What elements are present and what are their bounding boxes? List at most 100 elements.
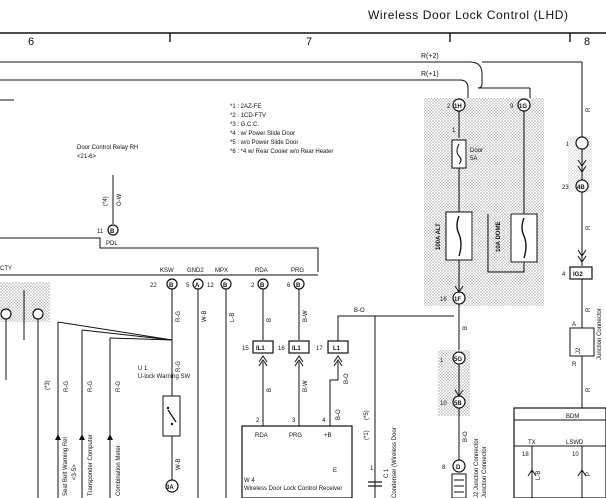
wire-label-r-plus1: R(+1) — [421, 71, 439, 78]
pin-2-id: B — [260, 283, 265, 289]
wire-label-r-a: R — [586, 107, 592, 112]
wire-label-plus3: (*3) — [45, 380, 51, 390]
conn-2-num: 2 — [447, 104, 451, 110]
combination-meter-label: Combination Meter — [116, 445, 122, 496]
cond-pin-1: 1 — [370, 466, 374, 472]
il15-id: IL1 — [256, 346, 265, 352]
wire-label-r-c: R — [586, 307, 592, 312]
conn-11-id: B — [110, 229, 115, 235]
page-title: Wireless Door Lock Control (LHD) — [368, 8, 569, 22]
wire-label-p-right: P — [586, 472, 592, 476]
wire-label-r-plus2: R(+2) — [421, 53, 439, 60]
wire-label-r-g-1: R-G — [64, 381, 70, 392]
il17-num: 17 — [316, 346, 323, 352]
pin-12-id: B — [223, 283, 228, 289]
conn-5g-id: 5G — [454, 357, 462, 363]
wire-label-l-b: L-B — [230, 313, 236, 322]
wire-label-plus1: (*1) — [364, 430, 370, 440]
wire-label-a-right: A — [572, 322, 576, 328]
w4-pin2: 2 — [256, 418, 260, 424]
pin-rda: RDA — [255, 268, 268, 274]
conn-2-id: 1H — [454, 104, 462, 110]
wire-label-r-g-4: R-G — [176, 361, 182, 372]
w4-pin4: 4 — [322, 418, 326, 424]
tx-label: TX — [528, 440, 536, 446]
il16-num: 16 — [278, 346, 285, 352]
fuse-block-shaded — [424, 98, 544, 306]
fl-right-label: 10A DOME — [496, 222, 502, 252]
pin-22-num: 22 — [150, 283, 157, 289]
fl-left-label: 100A ALT — [436, 223, 442, 250]
w4-pin-prg: PRG — [289, 433, 302, 439]
jc-name: Junction Connector — [597, 308, 603, 360]
conn-23-id: 4B — [577, 185, 585, 191]
note-1: *1 : 2AZ-FE — [230, 104, 261, 110]
w4-id: W 4 — [244, 478, 255, 484]
column-number-8: 8 — [584, 36, 590, 48]
fuse-main-sub: 5A — [470, 156, 477, 162]
pin-ksw: KSW — [160, 268, 174, 274]
note-3: *3 : G.C.C. — [230, 122, 259, 128]
pin-18-label: 18 — [522, 452, 529, 458]
wire-label-r-g-3: R-G — [116, 381, 122, 392]
pin-gnd2: GND2 — [187, 268, 204, 274]
pin-22-id: B — [169, 283, 174, 289]
wire-label-b-w-1: B-W — [303, 310, 309, 322]
j-label: Junction Connector — [482, 446, 488, 498]
conn-4-id: IG2 — [573, 272, 583, 278]
w4-pin-rda: RDA — [255, 433, 268, 439]
pin-12-num: 12 — [207, 283, 214, 289]
wire-label-plus4: (*4) — [103, 196, 109, 206]
il17-id: L1 — [333, 346, 341, 352]
il15-num: 15 — [242, 346, 249, 352]
note-5: *5 : w/o Power Slide Door — [230, 140, 298, 146]
wire-label-l-b-right: L-B — [536, 471, 542, 480]
seat-belt-label: Seat Belt Warning Rel — [63, 437, 69, 496]
pin-5-id: A — [195, 283, 200, 289]
relay-name: Door Control Relay RH — [77, 145, 138, 151]
conn-16-id: 1F — [454, 297, 461, 303]
conn-5g-num: 1 — [440, 358, 444, 364]
wire-label-b-3: B — [463, 326, 469, 330]
conn-16-num: 16 — [440, 297, 447, 303]
w4-pin-e: E — [333, 468, 337, 474]
pdl-label: PDL — [106, 241, 118, 247]
w4-name: Wireless Door Lock Control Receiver — [244, 486, 342, 492]
note-6: *6 : *4 w/ Rear Cooler w/o Rear Heater — [230, 149, 333, 155]
conn-10-num: 10 — [440, 401, 447, 407]
w4-pin-plusb: +B — [324, 433, 332, 439]
conn-9-num: 9 — [510, 104, 514, 110]
pin-6-id: B — [296, 283, 301, 289]
u1-name: U-lock Warning SW — [138, 374, 190, 380]
w4-pin3: 3 — [292, 418, 296, 424]
jb-label: J2 Junction Connector — [474, 438, 480, 498]
pin-prg: PRG — [291, 268, 304, 274]
conn-23-num: 23 — [562, 185, 569, 191]
wire-label-r-right: R — [586, 387, 592, 392]
body-ecu-right — [513, 407, 606, 498]
pin-2-num: 2 — [251, 283, 255, 289]
c1-cond-name: Condenser (Wireless Door — [392, 427, 398, 498]
conn-10-id: 5B — [454, 401, 462, 407]
wire-label-r-g-2: R-G — [88, 381, 94, 392]
column-number-7: 7 — [306, 36, 312, 48]
u1-id: U 1 — [138, 366, 148, 372]
wire-label-b-o-top: B-O — [354, 308, 365, 314]
wire-label-w-b-1: W-B — [176, 458, 182, 470]
notes-block: *1 : 2AZ-FE *2 : 1CD-FTV *3 : G.C.C. *4 … — [230, 104, 333, 155]
relay-ref: <21-6> — [77, 154, 97, 160]
pin-10b-label: 10 — [572, 452, 579, 458]
conn-4-num: 4 — [562, 272, 566, 278]
wire-label-w-b-2: W-B — [202, 310, 208, 322]
wire-label-r-b: R — [586, 225, 592, 230]
c1-cond-id: C 1 — [384, 468, 390, 478]
wire-label-a-right2: R — [572, 362, 577, 368]
conn-8-num: 8 — [442, 465, 446, 471]
pin-6-num: 6 — [287, 283, 291, 289]
w4-receiver — [241, 425, 353, 498]
bdm-label: BDM — [566, 414, 579, 420]
note-2: *2 : 1CD-FTV — [230, 113, 266, 119]
wire-label-b-2: B — [267, 388, 273, 392]
wire-label-r-g-5: R-G — [176, 311, 182, 322]
